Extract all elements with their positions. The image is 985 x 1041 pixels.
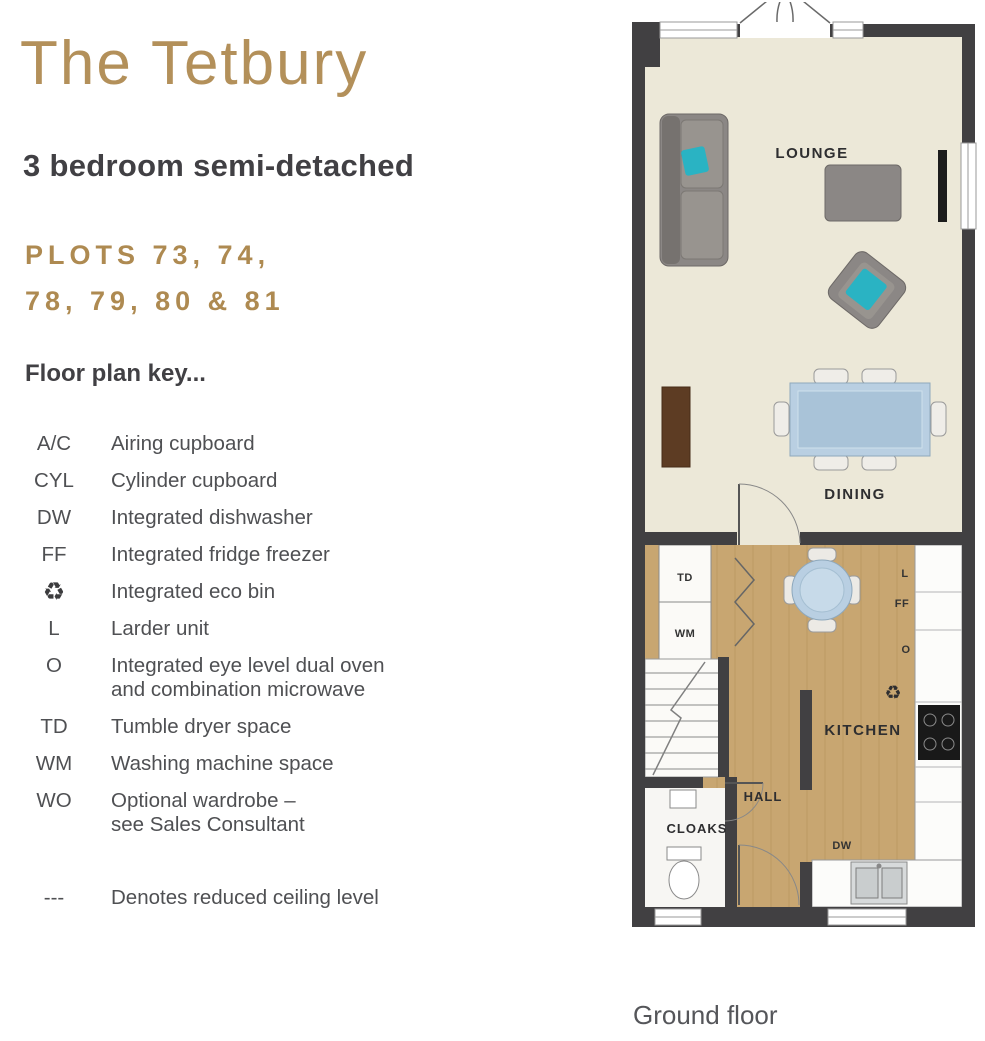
windows — [654, 21, 977, 926]
page-title: The Tetbury — [20, 29, 369, 98]
ground-floor-caption: Ground floor — [633, 1000, 778, 1030]
key-heading: Floor plan key... — [25, 360, 206, 387]
kitchen-label: KITCHEN — [824, 722, 901, 739]
key-abbr: L — [48, 617, 60, 640]
key-row-oven: O Integrated eye level dual oven and com… — [25, 654, 455, 702]
dining-table — [789, 382, 931, 457]
key-desc: Washing machine space — [111, 752, 334, 775]
key-abbr: FF — [41, 543, 67, 566]
dining-door — [738, 483, 801, 545]
key-row-cylinder-cupboard: CYL Cylinder cupboard — [25, 469, 455, 493]
stairs — [644, 658, 720, 778]
breakfast-table — [783, 547, 861, 633]
cloaks-label: CLOAKS — [667, 821, 728, 836]
lounge-floor — [645, 30, 962, 545]
key-row-fridge-freezer: FF Integrated fridge freezer — [25, 543, 455, 567]
key-abbr: WO — [36, 789, 72, 812]
tumble-dryer-label: TD — [677, 572, 693, 584]
key-row-airing-cupboard: A/C Airing cupboard — [25, 432, 455, 456]
key-abbr: TD — [40, 715, 68, 738]
tv — [938, 150, 947, 222]
key-row-reduced-ceiling: --- Denotes reduced ceiling level — [25, 886, 455, 910]
plots-text: PLOTS 73, 74, 78, 79, 80 & 81 — [25, 240, 285, 316]
key-abbr: A/C — [36, 432, 72, 455]
key-abbr: WM — [35, 752, 73, 775]
hall-label: HALL — [744, 789, 783, 804]
dining-chairs — [773, 368, 947, 471]
eco-bin-icon: ♻ — [42, 578, 66, 606]
sofa — [659, 113, 729, 267]
sideboard — [661, 386, 691, 468]
eco-bin-plan-icon: ♻ — [884, 683, 901, 704]
larder-label: L — [901, 568, 908, 580]
key-row-washing-machine: WM Washing machine space — [25, 752, 455, 776]
key-abbr: CYL — [34, 469, 74, 492]
oven-label: O — [901, 644, 910, 656]
floor-plan-key: A/C Airing cupboard CYL Cylinder cupboar… — [25, 432, 455, 923]
key-abbr: O — [46, 654, 62, 677]
page-subtitle: 3 bedroom semi-detached — [23, 148, 415, 183]
armchair — [827, 251, 907, 329]
walls — [632, 22, 975, 927]
hall-door — [738, 844, 800, 906]
cloaks-door — [724, 782, 764, 822]
bifold-door — [734, 557, 755, 647]
key-desc: Optional wardrobe – see Sales Consultant — [111, 789, 305, 836]
key-desc: Larder unit — [111, 617, 210, 640]
lounge-label: LOUNGE — [775, 145, 848, 162]
key-desc: Tumble dryer space — [111, 715, 292, 738]
key-desc: Integrated dishwasher — [111, 506, 313, 529]
key-desc: Integrated eye level dual oven and combi… — [111, 654, 385, 701]
fridge-freezer-label: FF — [895, 598, 909, 610]
key-desc: Integrated fridge freezer — [111, 543, 330, 566]
washing-machine-label: WM — [675, 628, 696, 640]
key-desc: Integrated eco bin — [111, 580, 276, 603]
key-row-wardrobe: WO Optional wardrobe – see Sales Consult… — [25, 789, 455, 837]
key-abbr: --- — [43, 886, 65, 909]
toilet — [666, 846, 702, 900]
key-row-tumble-dryer: TD Tumble dryer space — [25, 715, 455, 739]
hob — [918, 705, 960, 760]
key-row-dishwasher: DW Integrated dishwasher — [25, 506, 455, 530]
utility-closet — [658, 544, 712, 660]
key-desc: Airing cupboard — [111, 432, 255, 455]
key-desc: Denotes reduced ceiling level — [111, 886, 379, 909]
sink — [850, 861, 908, 905]
key-row-eco-bin: ♻ Integrated eco bin — [25, 578, 455, 606]
key-row-larder: L Larder unit — [25, 617, 455, 641]
dishwasher-label: DW — [832, 840, 851, 852]
key-abbr: DW — [36, 506, 72, 529]
floor-plan: LOUNGE DINING KITCHEN HALL CLOAKS TD WM … — [632, 2, 977, 927]
key-desc: Cylinder cupboard — [111, 469, 278, 492]
coffee-table — [824, 164, 902, 222]
dining-label: DINING — [824, 486, 886, 503]
entry-double-doors — [739, 2, 831, 24]
basin — [669, 789, 697, 809]
